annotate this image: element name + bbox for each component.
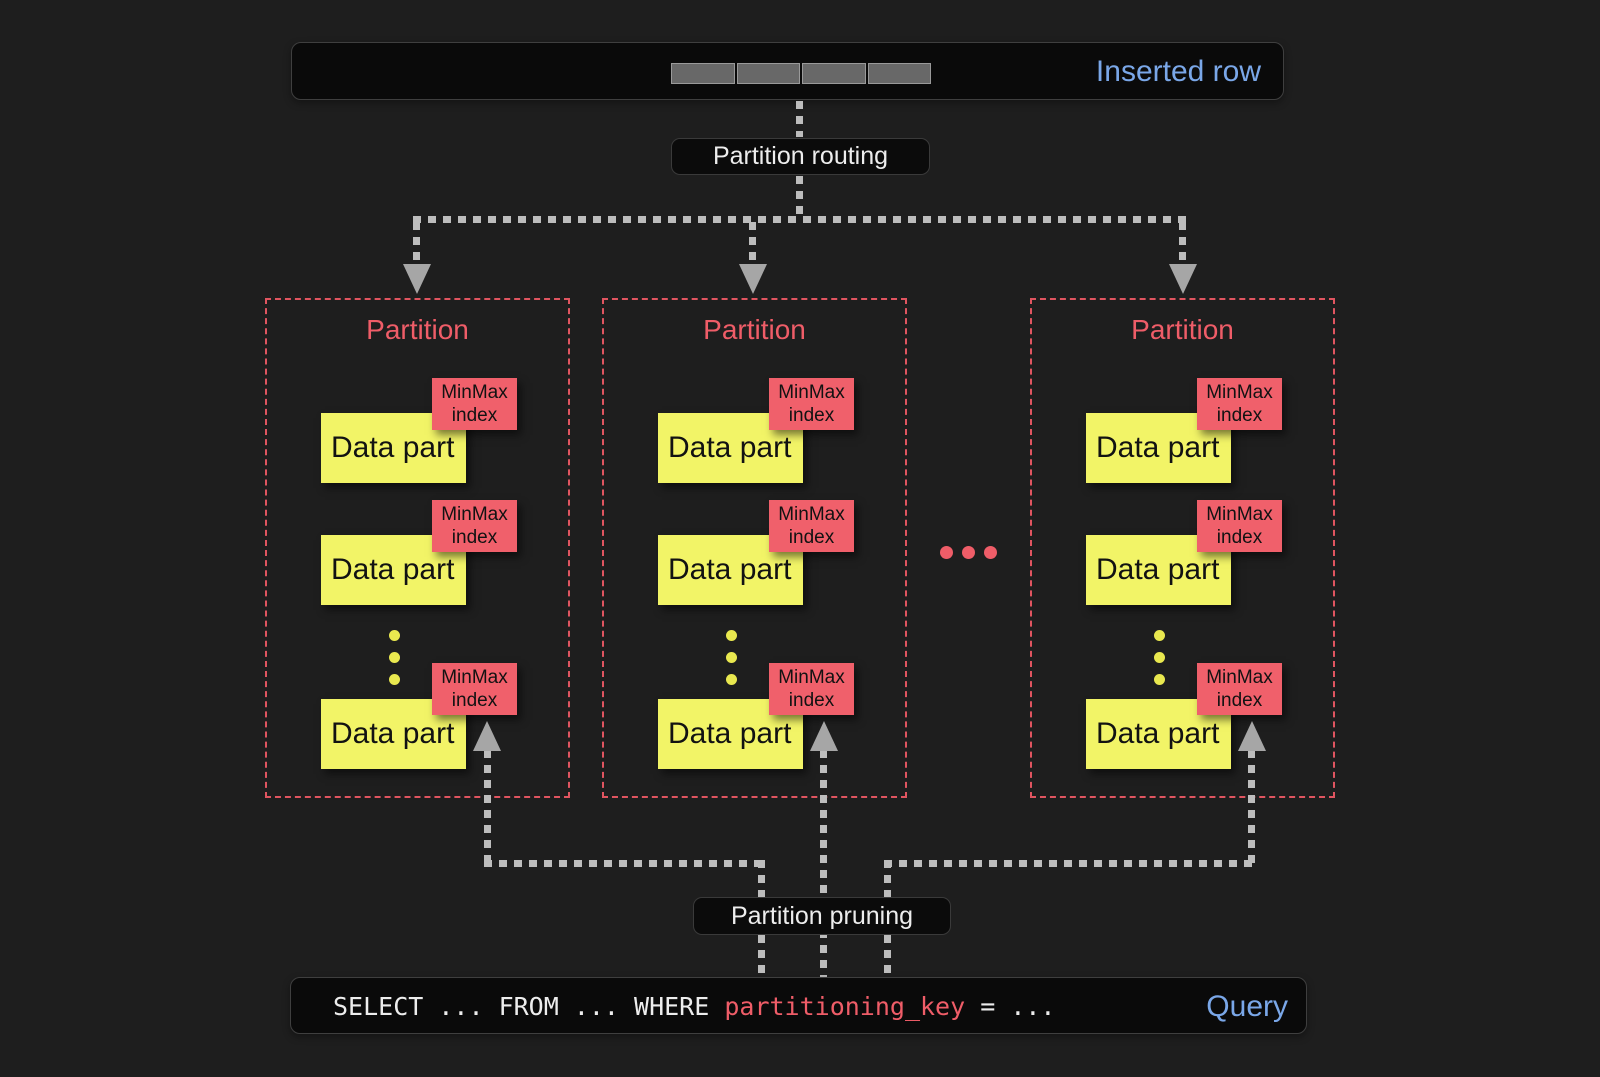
minmax-label: index [788, 527, 835, 548]
ellipsis-dot [726, 674, 737, 685]
minmax-index-tag: MinMax index [769, 378, 854, 430]
down-arrowhead-icon [403, 264, 431, 294]
data-part-box: Data part [1086, 699, 1231, 769]
minmax-label: index [1216, 405, 1263, 426]
routing-connector-line [796, 176, 803, 220]
row-cell [671, 63, 735, 84]
minmax-label: index [788, 690, 835, 711]
minmax-index-tag: MinMax index [432, 378, 517, 430]
data-part-box: Data part [321, 699, 466, 769]
minmax-label: index [451, 690, 498, 711]
partition-pruning-pill: Partition pruning [693, 897, 951, 935]
ellipsis-dot [389, 652, 400, 663]
partition-pruning-label: Partition pruning [730, 901, 914, 930]
partition-box-1: Partition MinMax index Data part MinMax … [265, 298, 570, 798]
partition-routing-pill: Partition routing [671, 138, 930, 175]
minmax-label: MinMax [1206, 667, 1273, 688]
sql-prefix: SELECT ... FROM ... WHERE [333, 992, 725, 1021]
sql-partitioning-key: partitioning_key [724, 992, 966, 1021]
ellipsis-dot [389, 630, 400, 641]
up-arrowhead-icon [810, 721, 838, 751]
data-part-box: Data part [1086, 535, 1231, 605]
minmax-label: MinMax [778, 382, 845, 403]
ellipsis-dot [726, 652, 737, 663]
ellipsis-dot [389, 674, 400, 685]
inserted-row-label: Inserted row [1095, 55, 1261, 88]
row-cell [867, 63, 931, 84]
partition-title: Partition [366, 314, 469, 345]
partition-ellipsis-dot [962, 546, 975, 559]
minmax-label: MinMax [441, 667, 508, 688]
partition-ellipsis-dot [940, 546, 953, 559]
minmax-label: MinMax [778, 667, 845, 688]
routing-split-line [413, 216, 1186, 223]
ellipsis-dot [1154, 652, 1165, 663]
pruning-connector-line [820, 750, 827, 977]
partition-title: Partition [1131, 314, 1234, 345]
minmax-label: index [788, 405, 835, 426]
partition-box-2: Partition MinMax index Data part MinMax … [602, 298, 907, 798]
minmax-index-tag: MinMax index [1197, 378, 1282, 430]
query-bar: SELECT ... FROM ... WHERE partitioning_k… [290, 977, 1307, 1034]
routing-branch-line [1179, 222, 1186, 268]
pruning-connector-line [484, 750, 491, 867]
routing-connector-line [796, 101, 803, 137]
pruning-connector-line [884, 860, 1255, 867]
minmax-index-tag: MinMax index [1197, 500, 1282, 552]
minmax-label: index [1216, 690, 1263, 711]
partition-routing-label: Partition routing [712, 142, 889, 170]
routing-branch-line [749, 222, 756, 268]
down-arrowhead-icon [1169, 264, 1197, 294]
minmax-label: index [451, 405, 498, 426]
down-arrowhead-icon [739, 264, 767, 294]
up-arrowhead-icon [1238, 721, 1266, 751]
minmax-label: MinMax [1206, 504, 1273, 525]
up-arrowhead-icon [473, 721, 501, 751]
partition-title: Partition [703, 314, 806, 345]
minmax-label: MinMax [441, 382, 508, 403]
inserted-row-bar: Inserted row [291, 42, 1284, 100]
minmax-index-tag: MinMax index [432, 663, 517, 715]
partition-box-3: Partition MinMax index Data part MinMax … [1030, 298, 1335, 798]
partition-ellipsis-dot [984, 546, 997, 559]
minmax-index-tag: MinMax index [769, 500, 854, 552]
data-part-box: Data part [321, 535, 466, 605]
inserted-row-cells [671, 63, 931, 84]
minmax-label: index [451, 527, 498, 548]
ellipsis-dot [1154, 674, 1165, 685]
ellipsis-dot [1154, 630, 1165, 641]
ellipsis-dot [726, 630, 737, 641]
minmax-label: MinMax [441, 504, 508, 525]
row-cell [802, 63, 866, 84]
sql-suffix: = ... [965, 992, 1056, 1021]
row-cell [736, 63, 800, 84]
pruning-connector-line [484, 860, 765, 867]
minmax-index-tag: MinMax index [769, 663, 854, 715]
routing-branch-line [413, 222, 420, 268]
sql-query-text: SELECT ... FROM ... WHERE partitioning_k… [333, 978, 1055, 1035]
minmax-index-tag: MinMax index [432, 500, 517, 552]
query-label: Query [1206, 990, 1288, 1023]
minmax-label: MinMax [1206, 382, 1273, 403]
pruning-connector-line [1248, 750, 1255, 867]
minmax-label: index [1216, 527, 1263, 548]
minmax-index-tag: MinMax index [1197, 663, 1282, 715]
minmax-label: MinMax [778, 504, 845, 525]
